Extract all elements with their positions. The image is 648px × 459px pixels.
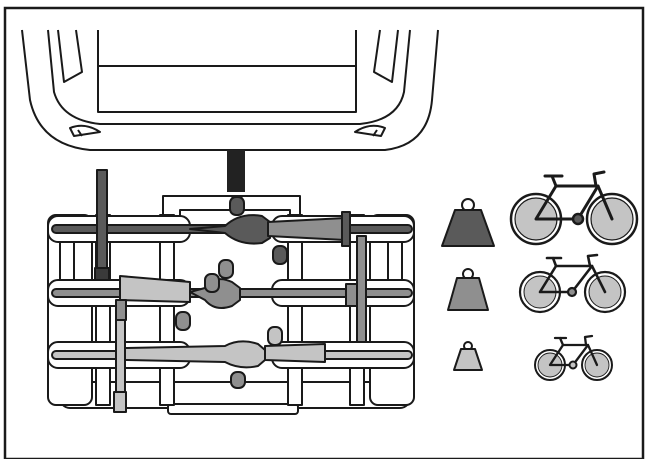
left-reflector-dot (77, 129, 83, 137)
wheel-rail-middle (47, 259, 415, 331)
right-reflector-dot (372, 129, 378, 137)
right-tail-light (373, 29, 399, 83)
car-rear (21, 29, 439, 151)
left-tail-light (57, 29, 83, 83)
outer-bike-arm (264, 343, 326, 363)
middle-holding-arm (356, 235, 367, 355)
medium-bike-icon (518, 253, 627, 314)
heavy-weight-icon (441, 198, 495, 247)
medium-weight-icon (447, 268, 489, 311)
inner-clamp-knob (272, 245, 288, 265)
inner-top-knob (229, 196, 245, 216)
wheel-rail-outer (47, 326, 415, 389)
middle-clamp-knob (175, 311, 191, 331)
inner-bike-arm (267, 217, 346, 241)
carrier (47, 169, 415, 415)
bike-legend (509, 170, 639, 381)
wheel-rail-inner (47, 196, 415, 265)
trunk-lid (97, 30, 357, 113)
tow-hitch-bar (227, 150, 245, 192)
right-light-lens (387, 239, 403, 283)
inner-left-support-bar (159, 214, 175, 406)
right-reflector (354, 124, 386, 137)
weight-legend (441, 198, 495, 371)
large-bike-icon (509, 170, 639, 246)
license-plate-holder (167, 403, 299, 415)
inner-right-support-bar (287, 214, 303, 406)
small-bike-icon (534, 334, 613, 381)
left-light-lens (59, 239, 75, 283)
outer-clamp-knob (230, 371, 246, 389)
light-weight-icon (453, 341, 483, 371)
middle-upper-knob (218, 259, 234, 279)
left-reflector (69, 124, 101, 137)
outer-top-knob (267, 326, 283, 346)
middle-top-knob (204, 273, 220, 293)
middle-bike-arm (119, 275, 191, 303)
